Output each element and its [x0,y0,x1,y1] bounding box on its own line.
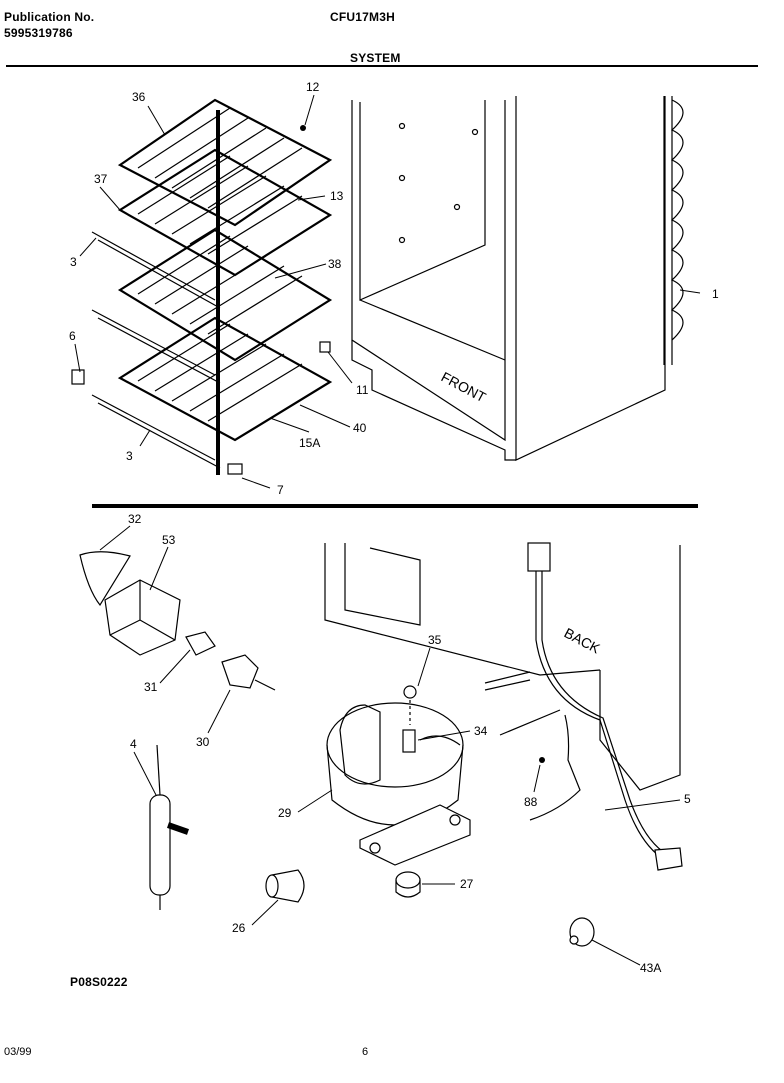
callout-7: 7 [277,483,284,497]
grommet [395,871,421,898]
callout-13: 13 [330,189,344,203]
filter-drier [149,744,189,910]
callout-3-lower: 3 [126,449,133,463]
callout-27: 27 [460,877,474,891]
compressor [326,685,471,866]
power-cord [484,542,683,871]
callout-15a: 15A [299,436,320,450]
callout-26: 26 [232,921,246,935]
footer-date: 03/99 [4,1046,32,1058]
leader-lines [74,94,701,966]
callout-3-upper: 3 [70,255,77,269]
model-number: CFU17M3H [330,10,395,24]
callout-88: 88 [524,795,538,809]
callout-32: 32 [128,512,142,526]
section-title: SYSTEM [350,51,401,65]
evaporator-shelves [71,98,333,475]
callout-11: 11 [356,383,369,397]
clamp [569,917,595,947]
callout-1: 1 [712,287,719,301]
callout-31: 31 [144,680,158,694]
callout-12: 12 [306,80,320,94]
condenser-coil [663,96,684,365]
relay-assembly [79,551,276,691]
front-label: FRONT [439,369,489,406]
callout-38: 38 [328,257,342,271]
publication-number: 5995319786 [4,26,73,40]
callout-labels: 36 12 37 13 3 38 1 6 11 3 40 15A 7 32 53… [69,80,719,975]
callout-34: 34 [474,724,488,738]
callout-6: 6 [69,329,76,343]
callout-37: 37 [94,172,108,186]
cap [265,869,305,903]
callout-29: 29 [278,806,292,820]
cabinet-front [351,96,666,461]
drawing-id: P08S0222 [70,975,128,989]
page-number: 6 [362,1046,369,1058]
callout-5: 5 [684,792,691,806]
callout-36: 36 [132,90,146,104]
callout-53: 53 [162,533,176,547]
callout-40: 40 [353,421,367,435]
publication-label: Publication No. [4,10,95,24]
callout-35: 35 [428,633,442,647]
back-label: BACK [562,625,604,657]
callout-43a: 43A [640,961,661,975]
callout-30: 30 [196,735,210,749]
callout-4: 4 [130,737,137,751]
